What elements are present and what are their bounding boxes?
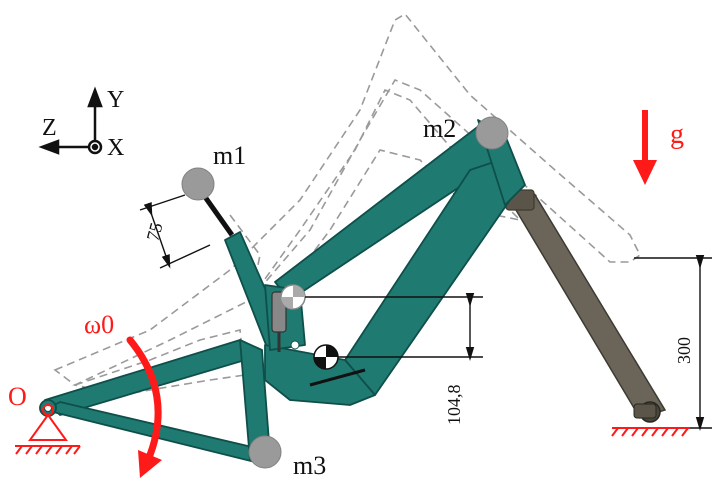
axis-y-label: Y [107, 87, 124, 113]
dimension-104-8 [305, 293, 483, 361]
label-m1: m1 [213, 141, 246, 170]
cg-lower-marker [313, 344, 339, 370]
mass-m3 [248, 435, 282, 469]
label-m2: m2 [423, 114, 456, 143]
pivot-label: O [8, 382, 27, 411]
omega-arrow [126, 336, 162, 478]
fork [505, 189, 667, 423]
axis-x-label: X [107, 135, 124, 161]
dimension-75 [139, 194, 211, 269]
ground-right [611, 427, 690, 437]
dimension-104-8-label: 104,8 [444, 385, 464, 426]
rocker-line [309, 368, 366, 387]
fork-dropout-block [633, 403, 657, 419]
fork-leg [508, 194, 667, 419]
axes-triad [38, 86, 103, 155]
gravity-arrow [633, 110, 657, 185]
mass-m1 [181, 167, 215, 201]
rocker-pivot [290, 340, 300, 350]
pivot-support [15, 404, 81, 455]
dimension-75-label: 75 [143, 220, 167, 243]
omega-label: ω0 [84, 310, 114, 339]
gravity-label: g [670, 119, 684, 150]
axis-z-label: Z [42, 115, 57, 141]
mass-m2 [475, 116, 509, 150]
cg-upper-marker [280, 284, 306, 310]
label-m3: m3 [293, 451, 326, 480]
ghost-frame-outline [53, 12, 642, 396]
dimension-300-label: 300 [674, 337, 694, 364]
